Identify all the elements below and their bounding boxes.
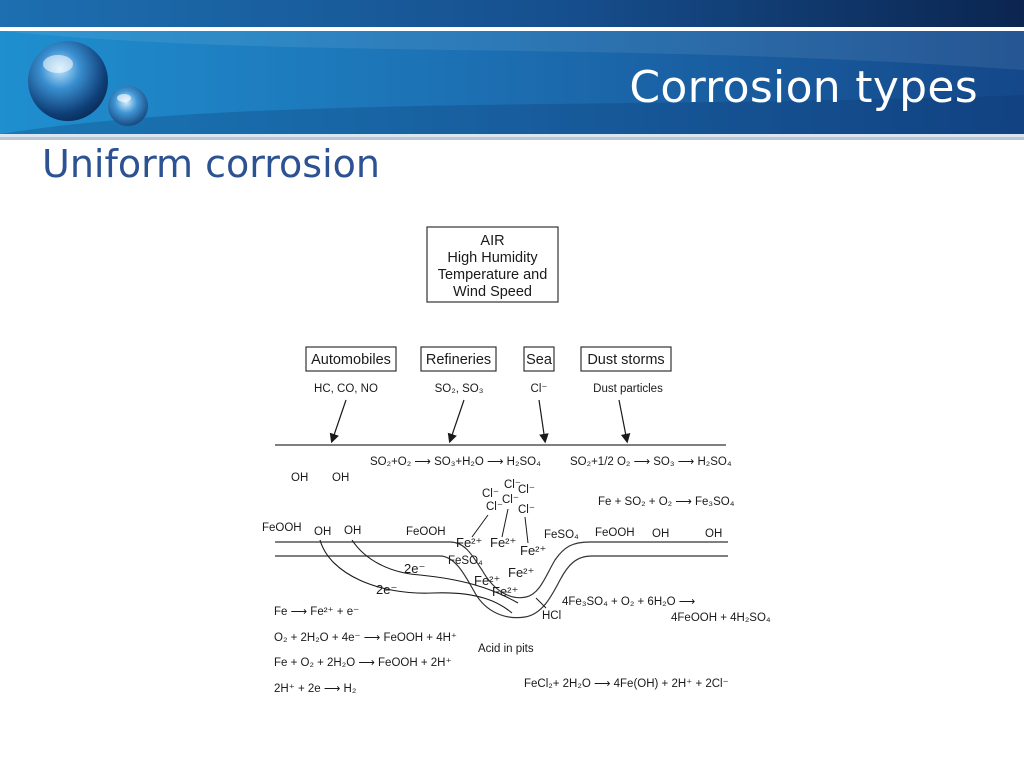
chloride-label: Cl⁻ [518, 504, 535, 516]
ferrous-ion-label: Fe²⁺ [456, 535, 482, 550]
chloride-label: Cl⁻ [504, 479, 521, 491]
source-label-automobiles: Automobiles [311, 352, 391, 368]
feooh-label: FeOOH [262, 522, 302, 534]
electron-label: 2e⁻ [376, 582, 397, 597]
slide-title: Corrosion types [629, 62, 978, 113]
source-label-sea: Sea [526, 352, 553, 368]
feooh-label: FeOOH [406, 526, 446, 538]
reaction-fe-so2: Fe + SO₂ + O₂ ⟶ Fe₃SO₄ [598, 496, 735, 508]
equation-4: 2H⁺ + 2e ⟶ H₂ [274, 683, 356, 695]
pollutant-dust: Dust particles [593, 383, 663, 395]
feooh-label: FeOOH [595, 527, 635, 539]
oh-label: OH [314, 526, 331, 538]
air-line-4: Wind Speed [453, 284, 532, 300]
air-box [426, 226, 559, 303]
corrosion-diagram: AIR High Humidity Temperature and Wind S… [250, 215, 790, 710]
feso4-label: FeSO₄ [448, 555, 483, 567]
feso4-label: FeSO₄ [544, 529, 579, 541]
oh-label: OH [705, 528, 722, 540]
reaction-so2-dust: SO₂+1/2 O₂ ⟶ SO₃ ⟶ H₂SO₄ [570, 456, 732, 468]
pollutant-automobiles: HC, CO, NO [314, 383, 378, 395]
source-label-refineries: Refineries [426, 352, 491, 368]
header-band [0, 0, 1024, 140]
oh-label: OH [291, 472, 308, 484]
electron-label: 2e⁻ [404, 561, 425, 576]
hcl-link [535, 597, 547, 609]
chloride-link [501, 508, 509, 538]
metal-inner-line [275, 555, 728, 619]
air-line-1: AIR [480, 233, 504, 249]
arrow-automobiles [329, 399, 347, 444]
equation-1: Fe ⟶ Fe²⁺ + e⁻ [274, 606, 359, 618]
diagram-svg: AIR High Humidity Temperature and Wind S… [262, 226, 771, 695]
reaction-so2-refineries: SO₂+O₂ ⟶ SO₃+H₂O ⟶ H₂SO₄ [370, 456, 541, 468]
hcl-label: HCl [542, 610, 561, 622]
oh-label: OH [344, 525, 361, 537]
source-box-sea [523, 346, 555, 372]
electron-path [351, 539, 519, 604]
ferrous-ion-label: Fe²⁺ [508, 565, 534, 580]
air-line-3: Temperature and [438, 267, 548, 283]
ferrous-ion-label: Fe²⁺ [520, 543, 546, 558]
pollutant-refineries: SO₂, SO₃ [435, 383, 484, 395]
ferrous-ion-label: Fe²⁺ [474, 573, 500, 588]
equation-2: O₂ + 2H₂O + 4e⁻ ⟶ FeOOH + 4H⁺ [274, 632, 457, 644]
chloride-link [471, 514, 489, 538]
ferrous-ion-label: Fe²⁺ [490, 535, 516, 550]
pit-reaction-line-1: 4Fe₃SO₄ + O₂ + 6H₂O ⟶ [562, 596, 696, 608]
source-box-automobiles [305, 346, 397, 372]
chloride-label: Cl⁻ [502, 494, 519, 506]
chloride-label: Cl⁻ [486, 501, 503, 513]
arrow-refineries [447, 399, 465, 444]
source-box-dust-storms [580, 346, 672, 372]
equation-3: Fe + O₂ + 2H₂O ⟶ FeOOH + 2H⁺ [274, 657, 452, 669]
air-line-2: High Humidity [447, 250, 538, 266]
slide-subtitle: Uniform corrosion [42, 142, 380, 186]
acid-in-pits-label: Acid in pits [478, 643, 534, 655]
pit-reaction-line-2: 4FeOOH + 4H₂SO₄ [671, 612, 771, 624]
arrow-dust [618, 399, 631, 444]
source-label-dust-storms: Dust storms [587, 352, 664, 368]
pollutant-sea: Cl⁻ [531, 383, 548, 395]
electron-path [319, 539, 513, 614]
metal-surface-line [275, 541, 728, 599]
oh-label: OH [332, 472, 349, 484]
equation-5: FeCl₂+ 2H₂O ⟶ 4Fe(OH) + 2H⁺ + 2Cl⁻ [524, 678, 729, 690]
blue-spheres-logo-icon [28, 41, 148, 126]
source-box-refineries [420, 346, 497, 372]
chloride-label: Cl⁻ [482, 488, 499, 500]
chloride-label: Cl⁻ [518, 484, 535, 496]
oh-label: OH [652, 528, 669, 540]
ferrous-ion-label: Fe²⁺ [492, 584, 518, 599]
arrow-sea [538, 399, 549, 444]
chloride-link [524, 516, 529, 544]
